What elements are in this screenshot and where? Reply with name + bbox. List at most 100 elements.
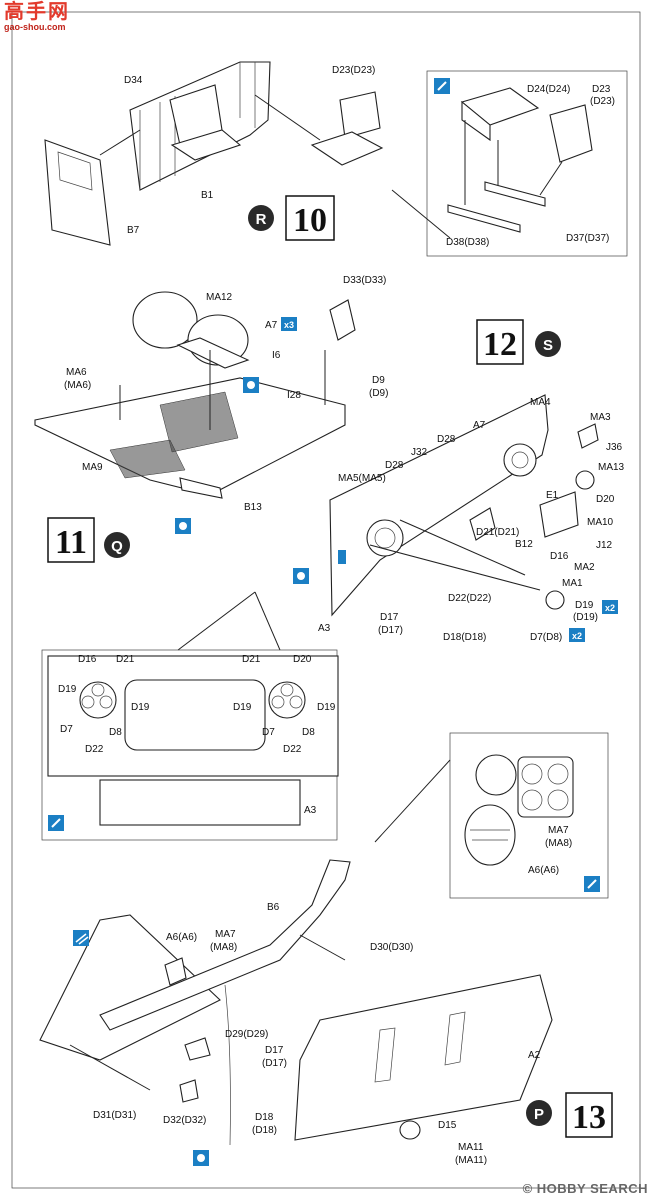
door-panel-b7 xyxy=(44,139,111,246)
lbl-detail-a6: A6(A6) xyxy=(528,865,559,876)
lbl-detail-d22-right: D22 xyxy=(283,744,302,755)
detail-hatch xyxy=(124,679,266,751)
lbl-d20: D20 xyxy=(596,494,615,505)
panel-a2 xyxy=(294,974,553,1141)
part-d20 xyxy=(575,470,595,490)
lbl-ma6-paren: (MA6) xyxy=(64,380,91,391)
interior-detail-box xyxy=(41,591,339,841)
lbl-detail-d19-a: D19 xyxy=(58,684,77,695)
svg-text:x2: x2 xyxy=(572,631,582,641)
lbl-d9-paren: (D9) xyxy=(369,388,388,399)
lbl-ma9: MA9 xyxy=(82,462,103,473)
cement-icon-step13 xyxy=(193,1150,209,1166)
paint-icon-step13 xyxy=(584,876,600,892)
step-10-letter: R xyxy=(256,211,267,228)
step-12-letter: S xyxy=(543,337,553,354)
lbl-d16: D16 xyxy=(550,551,569,562)
lbl-a7: A7 xyxy=(265,320,278,331)
lbl-b6: B6 xyxy=(267,902,280,913)
cement-icon xyxy=(243,377,259,393)
floor-grate-1 xyxy=(159,391,239,453)
part-ma3 xyxy=(577,423,599,449)
part-d21 xyxy=(469,507,496,541)
svg-text:x2: x2 xyxy=(605,603,615,613)
part-d15 xyxy=(399,1120,421,1140)
lbl-d15: D15 xyxy=(438,1120,457,1131)
step-13-letter: P xyxy=(534,1106,544,1123)
lbl-d29: D29(D29) xyxy=(225,1029,268,1040)
lbl-d18-s13: D18 xyxy=(255,1112,274,1123)
lbl-detail-ma8: (MA8) xyxy=(545,838,572,849)
lbl-d34: D34 xyxy=(124,75,143,86)
rod-ma1 xyxy=(369,544,541,591)
watermark-url: gao-shou.com xyxy=(4,22,66,32)
detail-port-left xyxy=(79,681,117,719)
lbl-detail-d20: D20 xyxy=(293,654,312,665)
lbl-b12: B12 xyxy=(515,539,533,550)
x3-multiplier-icon: x3 xyxy=(281,317,297,331)
lbl-ma4: MA4 xyxy=(530,397,551,408)
lbl-ma3: MA3 xyxy=(590,412,611,423)
lbl-detail-d7-left: D7 xyxy=(60,724,73,735)
seat-cushion-d23 xyxy=(310,131,384,166)
step-13-badge: P 13 xyxy=(526,1092,613,1138)
step-13-detail-box xyxy=(374,732,609,899)
step-12-assembly xyxy=(329,394,599,617)
lbl-ma7-s13: MA7 xyxy=(215,929,236,940)
lbl-d19: D19 xyxy=(575,600,594,611)
lbl-d23-detail: D23 xyxy=(592,84,611,95)
step-11-number: 11 xyxy=(55,524,87,561)
part-b13 xyxy=(179,477,223,499)
lbl-ma10: MA10 xyxy=(587,517,614,528)
cement-icon-b13 xyxy=(175,518,191,534)
lbl-a7-s12: A7 xyxy=(473,420,486,431)
lbl-a3: A3 xyxy=(318,623,331,634)
watermark-hobby-search: © HOBBY SEARCH xyxy=(522,1181,648,1196)
lbl-detail-d19-c: D19 xyxy=(233,702,252,713)
lbl-detail-d19-d: D19 xyxy=(317,702,336,713)
lbl-d23-detail-paren: (D23) xyxy=(590,96,615,107)
detail-ma7 xyxy=(464,804,516,866)
cement-icon-a3 xyxy=(293,568,309,584)
step-10-badge: R 10 xyxy=(248,195,335,241)
lbl-j32: J32 xyxy=(411,447,428,458)
part-d19 xyxy=(545,590,565,610)
part-d32 xyxy=(179,1079,199,1103)
lbl-d9: D9 xyxy=(372,375,385,386)
lbl-detail-d19-b: D19 xyxy=(131,702,150,713)
drill-icon xyxy=(73,930,89,946)
lbl-d28-b: D28 xyxy=(385,460,404,471)
lbl-e1: E1 xyxy=(546,490,559,501)
step-12-badge: 12 S xyxy=(476,319,561,365)
lbl-detail-a3: A3 xyxy=(304,805,317,816)
lbl-d18-paren-s13: (D18) xyxy=(252,1125,277,1136)
side-panel-a3 xyxy=(329,394,549,617)
lbl-d37: D37(D37) xyxy=(566,233,609,244)
part-a6 xyxy=(164,957,187,986)
bracket-e1 xyxy=(539,491,579,538)
lbl-ma2: MA2 xyxy=(574,562,595,573)
lbl-j12: J12 xyxy=(596,540,613,551)
lbl-ma12: MA12 xyxy=(206,292,233,303)
lbl-detail-d16: D16 xyxy=(78,654,97,665)
detail-a3 xyxy=(99,779,301,826)
lbl-detail-ma7: MA7 xyxy=(548,825,569,836)
lbl-i28: I28 xyxy=(287,390,301,401)
lbl-d22: D22(D22) xyxy=(448,593,491,604)
step-10-number: 10 xyxy=(293,202,327,239)
step-13-assembly xyxy=(39,859,553,1146)
part-d29 xyxy=(184,1037,211,1061)
lbl-d17-s13: D17 xyxy=(265,1045,284,1056)
seat-back-d23 xyxy=(339,91,381,139)
lbl-d32: D32(D32) xyxy=(163,1115,206,1126)
lbl-d19-paren: (D19) xyxy=(573,612,598,623)
watermark-cn-text: 高手网 xyxy=(4,1,70,23)
rail-d37 xyxy=(484,181,546,207)
paint-icon xyxy=(434,78,450,94)
x2-multiplier-icon-d7: x2 xyxy=(569,628,585,642)
lbl-d28-a: D28 xyxy=(437,434,456,445)
watermark-logo-top: 高手网 gao-shou.com xyxy=(4,2,74,36)
floor-grate-ma9 xyxy=(109,439,186,479)
lbl-ma6: MA6 xyxy=(66,367,87,378)
